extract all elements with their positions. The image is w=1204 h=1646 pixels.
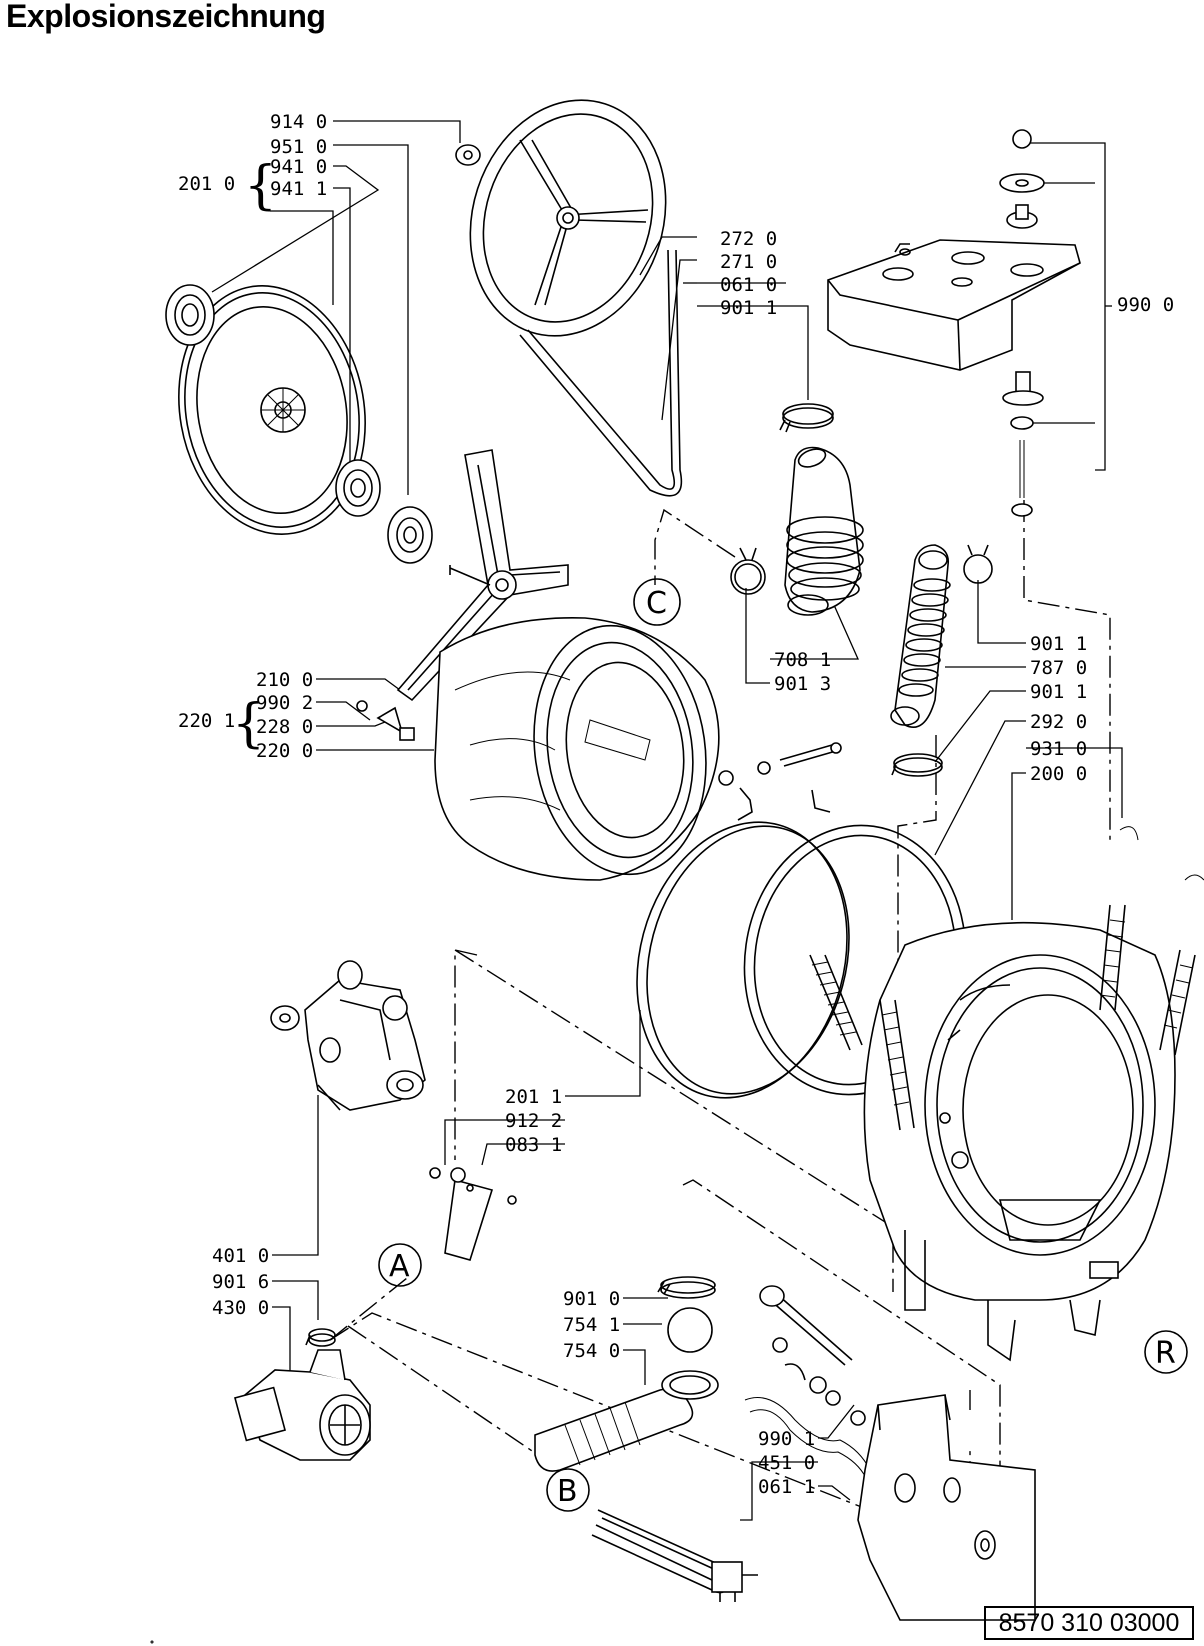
spider-screws: [356, 700, 415, 741]
bearing-941-0: [165, 284, 215, 346]
hose-clamp-top: [779, 403, 834, 433]
front-panel-061-1: [857, 1394, 1036, 1621]
hose-clamp-901-0: [657, 1276, 716, 1299]
label-228-0: 228 0: [256, 716, 313, 738]
drive-belt: [519, 249, 683, 497]
bearing-941-1: [335, 459, 381, 517]
dispenser-fittings: [999, 129, 1045, 517]
drum-spider-210: [396, 449, 569, 702]
pulley-wheel: [469, 99, 667, 337]
label-990-1: 990 1: [758, 1428, 815, 1450]
label-901-0: 901 0: [563, 1288, 620, 1310]
svg-text:R: R: [1155, 1336, 1176, 1371]
label-061-1: 061 1: [758, 1476, 815, 1498]
rear-tub-half: [178, 285, 366, 535]
leader-lines: [211, 120, 1123, 1521]
front-tub-200: [863, 921, 1176, 1362]
heating-element-451: [591, 1509, 758, 1602]
callout-b: B: [546, 1468, 590, 1512]
drum-fixings: [718, 742, 842, 821]
label-271-0: 271 0: [720, 251, 777, 273]
drain-hose-ribs: [898, 578, 951, 697]
sump-hose-754-0: [534, 1370, 719, 1472]
label-210-0: 210 0: [256, 669, 313, 691]
scan-dot: [150, 1640, 154, 1644]
motor-401: [270, 960, 426, 1111]
label-061-0: 061 0: [720, 274, 777, 296]
suspension-springs: [809, 826, 1204, 1131]
label-901-3: 901 3: [774, 673, 831, 695]
callout-a: A: [378, 1243, 422, 1287]
label-220-1: 220 1: [178, 710, 235, 732]
bushing-914: [455, 144, 481, 166]
label-901-1-low: 901 1: [1030, 681, 1087, 703]
svg-text:B: B: [557, 1474, 578, 1509]
callout-r: R: [1144, 1330, 1188, 1374]
label-708-1: 708 1: [774, 649, 831, 671]
hose-clamp-901-6: [305, 1328, 336, 1347]
label-220-0: 220 0: [256, 740, 313, 762]
label-914-0: 914 0: [270, 111, 327, 133]
svg-text:A: A: [389, 1249, 410, 1284]
label-754-1: 754 1: [563, 1314, 620, 1336]
label-754-0: 754 0: [563, 1340, 620, 1362]
label-787-0: 787 0: [1030, 657, 1087, 679]
screws-912: [429, 1167, 517, 1205]
label-951-0: 951 0: [270, 136, 327, 158]
hose-clamp-901-3: [730, 547, 766, 595]
label-901-6: 901 6: [212, 1271, 269, 1293]
label-451-0: 451 0: [758, 1452, 815, 1474]
drum-220: [434, 616, 720, 881]
page-title: Explosionszeichnung: [6, 0, 326, 34]
svg-text:C: C: [646, 586, 667, 621]
dispenser-bellows-hose: [784, 446, 864, 616]
label-083-1: 083 1: [505, 1134, 562, 1156]
drain-pump-430: [234, 1349, 371, 1461]
bearing-951-0: [387, 506, 433, 564]
drain-hose-787: [890, 544, 993, 728]
label-200-0: 200 0: [1030, 763, 1087, 785]
brace-201-0: {: [244, 156, 277, 216]
dispenser-housing: [827, 239, 1081, 371]
carbon-brush-083: [444, 1178, 494, 1261]
heater-fittings-990-1: [744, 1285, 871, 1479]
callout-c-top: C: [633, 578, 681, 626]
label-990-0: 990 0: [1117, 294, 1174, 316]
label-941-1: 941 1: [270, 178, 327, 200]
label-201-0: 201 0: [178, 173, 235, 195]
label-201-1: 201 1: [505, 1086, 562, 1108]
label-931-0: 931 0: [1030, 738, 1087, 760]
label-430-0: 430 0: [212, 1297, 269, 1319]
label-292-0: 292 0: [1030, 711, 1087, 733]
document-number: 8570 310 03000: [984, 1606, 1194, 1640]
tub-ring-201-1: [636, 821, 850, 1099]
label-990-2: 990 2: [256, 692, 313, 714]
float-ball-754-1: [667, 1307, 713, 1353]
hose-clamp-lower: [891, 753, 943, 777]
label-272-0: 272 0: [720, 228, 777, 250]
label-901-1-mid: 901 1: [1030, 633, 1087, 655]
label-941-0: 941 0: [270, 156, 327, 178]
brace-220-1: {: [232, 694, 265, 754]
label-401-0: 401 0: [212, 1245, 269, 1267]
label-912-2: 912 2: [505, 1110, 562, 1132]
label-901-1-top: 901 1: [720, 297, 777, 319]
